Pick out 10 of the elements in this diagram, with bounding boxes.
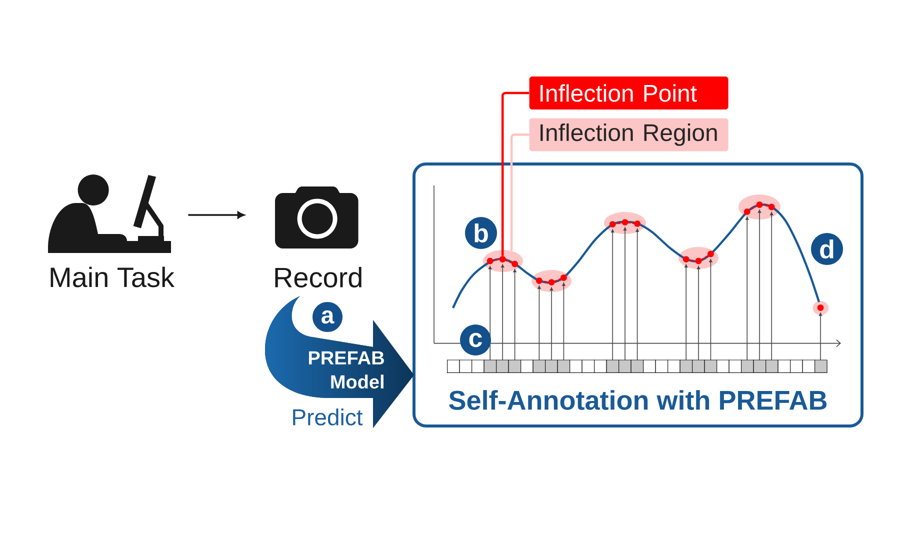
callout-letter: d — [811, 233, 843, 265]
callout-letter: a — [312, 302, 342, 332]
tag-box: Inflection Point — [529, 76, 728, 110]
callout-letter: c — [460, 324, 491, 356]
node-label: Record — [275, 266, 362, 288]
arrow — [188, 211, 244, 219]
caption-text: Predict — [293, 408, 363, 426]
tag-box: Inflection Region — [529, 118, 728, 152]
node-label: Main Task — [50, 266, 175, 288]
callout-letter: b — [465, 217, 497, 249]
